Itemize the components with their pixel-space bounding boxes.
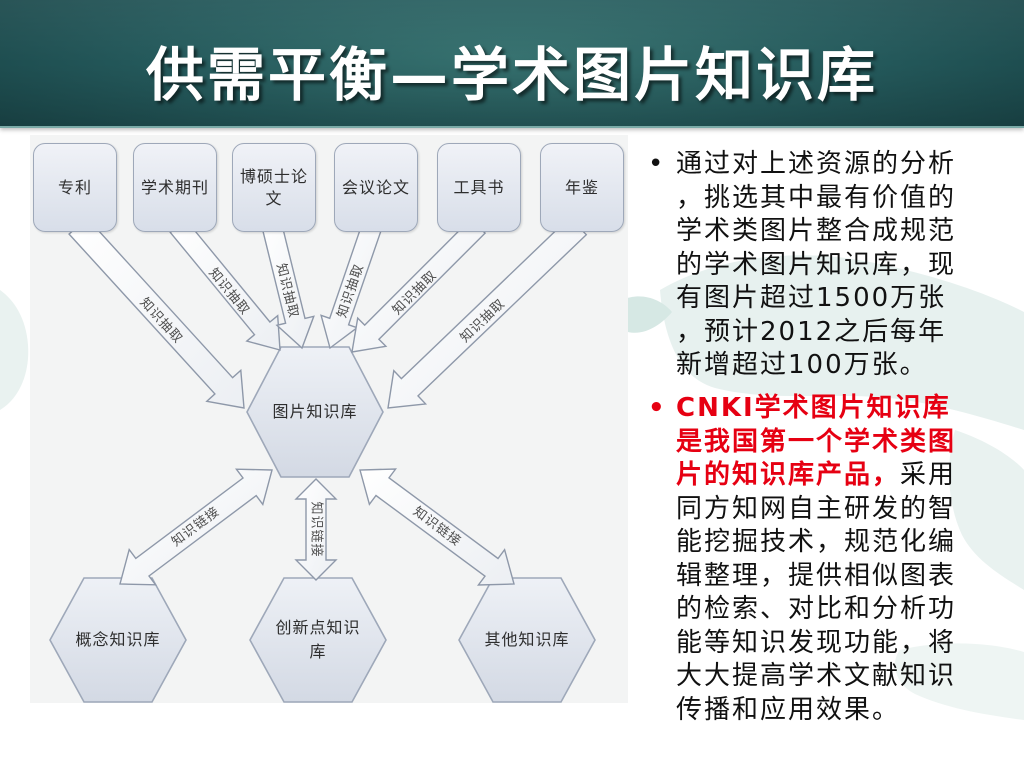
extract-arrow-journal xyxy=(169,218,281,351)
watermark-shape xyxy=(895,643,1024,720)
extract-arrow-yearbook xyxy=(387,216,588,409)
link-arrow-other xyxy=(359,468,515,586)
bullet-emphasis-text: 片的知识库产品， xyxy=(676,460,901,490)
source-box-journal: 学术期刊 xyxy=(133,143,217,232)
bullet-plain-text: 采用 xyxy=(900,460,957,490)
title-bar: 供需平衡—学术图片知识库 xyxy=(0,0,1024,128)
link-arrow-innovation xyxy=(294,478,338,581)
source-box-patent: 专利 xyxy=(33,143,117,232)
center-hexagon-label: 图片知识库 xyxy=(272,402,358,421)
link-arrow-label: 知识链接 xyxy=(309,501,325,557)
extract-arrow-thesis xyxy=(261,222,315,350)
bullet-item-resources: • 通过对上述资源的分析 ，挑选其中最有价值的 学术类图片整合成规范 的学术图片… xyxy=(648,148,976,383)
bullet-emphasis-line: 是我国第一个学术类图 xyxy=(676,426,957,457)
watermark-shape xyxy=(618,296,672,333)
bullet-text-line: 传播和应用效果。 xyxy=(676,694,901,725)
diagram-canvas: 知识抽取 知识抽取 知识抽取 知识抽取 知识抽取 知识抽取 知识链接 知识链接 … xyxy=(49,216,596,703)
bullet-text-line: 辑整理，提供相似图表 xyxy=(676,560,957,591)
link-arrow-concept xyxy=(119,468,273,586)
watermark-shape xyxy=(0,290,29,410)
bullet-list: • 通过对上述资源的分析 ，挑选其中最有价值的 学术类图片整合成规范 的学术图片… xyxy=(648,148,976,727)
bullet-text-line: 有图片超过1500万张 xyxy=(676,283,947,313)
source-box-conference: 会议论文 xyxy=(334,143,418,232)
extract-arrow-patent xyxy=(68,216,245,409)
bullet-text-line: 能等知识发现功能，将 xyxy=(676,627,957,658)
bullet-emphasis-line: CNKI学术图片知识库 xyxy=(676,393,951,423)
target-hexagon-innovation xyxy=(249,577,387,703)
slide-title: 供需平衡—学术图片知识库 xyxy=(145,41,878,109)
source-box-reference-book: 工具书 xyxy=(437,143,521,232)
target-hexagon-label-concept: 概念知识库 xyxy=(75,630,161,649)
extract-arrow-conference xyxy=(320,221,383,350)
bullet-text-line: 通过对上述资源的分析 xyxy=(676,149,957,179)
bullet-text-line: 新增超过100万张。 xyxy=(676,350,928,380)
bullet-text-line: ，预计2012之后每年 xyxy=(676,316,947,347)
bullet-marker: • xyxy=(648,149,666,179)
extract-arrow-reference-book xyxy=(351,217,487,353)
source-box-yearbook: 年鉴 xyxy=(540,143,624,232)
center-hexagon xyxy=(246,346,384,478)
bullet-marker: • xyxy=(648,393,667,423)
bullet-item-cnki: • CNKI学术图片知识库 是我国第一个学术类图 片的知识库产品，采用 同方知网… xyxy=(648,392,976,727)
target-hexagon-label-other: 其他知识库 xyxy=(484,630,570,649)
bullet-text-line: 学术类图片整合成规范 xyxy=(676,216,957,246)
bullet-text-line: 能挖掘技术，规范化编 xyxy=(676,527,957,557)
knowledge-base-diagram: 知识抽取 知识抽取 知识抽取 知识抽取 知识抽取 知识抽取 知识链接 知识链接 … xyxy=(30,135,628,703)
bullet-text-line: 大大提高学术文献知识 xyxy=(676,661,957,691)
bullet-text-line: ，挑选其中最有价值的 xyxy=(676,182,957,213)
bullet-mixed-line: 片的知识库产品，采用 xyxy=(676,459,976,493)
bullet-text-line: 的学术图片知识库，现 xyxy=(676,249,957,280)
bullet-text-line: 同方知网自主研发的智 xyxy=(676,493,957,524)
target-hexagon-label-innovation: 创新点知识库 xyxy=(275,618,361,661)
bullet-text-line: 的检索、对比和分析功 xyxy=(676,594,957,624)
watermark-shape xyxy=(660,255,1024,430)
link-arrows xyxy=(119,468,515,586)
extract-arrows xyxy=(68,216,588,409)
target-hexagon-concept xyxy=(49,577,187,703)
watermark-shape xyxy=(949,430,1024,590)
source-box-thesis: 博硕士论文 xyxy=(232,143,316,232)
